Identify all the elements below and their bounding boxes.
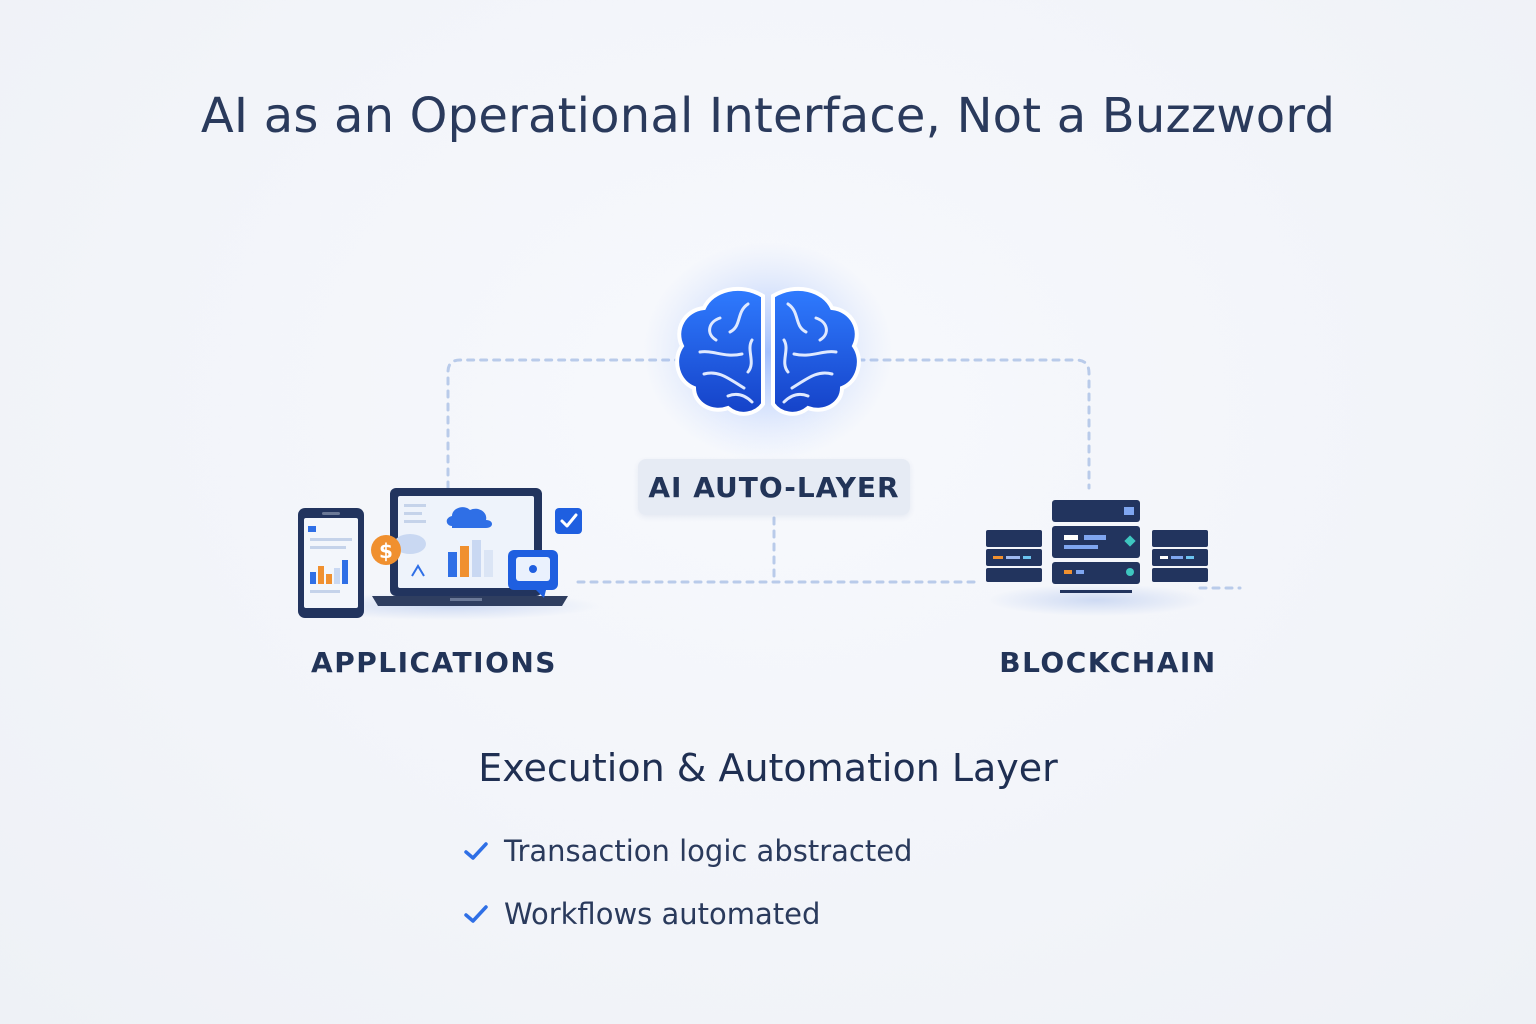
- checkmark-icon: [464, 842, 488, 860]
- phone-icon: [298, 508, 364, 618]
- blockchain-label: BLOCKCHAIN: [999, 646, 1217, 679]
- devices-icon: $: [298, 488, 600, 620]
- server-center: [1052, 500, 1140, 593]
- connector-right-top: [856, 358, 1091, 490]
- section-title: Execution & Automation Layer: [0, 746, 1536, 790]
- checklist-item-text: Transaction logic abstracted: [504, 834, 913, 868]
- brain-icon: [643, 242, 893, 462]
- coin-symbol: $: [379, 539, 393, 563]
- chat-bubble-icon: [508, 550, 558, 598]
- server-left: [986, 530, 1042, 582]
- check-badge-icon: [555, 508, 582, 534]
- checklist-item-text: Workflows automated: [504, 897, 821, 931]
- feature-checklist: Transaction logic abstracted Workflows a…: [462, 828, 912, 954]
- connector-lines: [446, 358, 1242, 590]
- page-title: AI as an Operational Interface, Not a Bu…: [200, 88, 1336, 144]
- checkmark-icon: [464, 905, 488, 923]
- checklist-item: Workflows automated: [462, 891, 912, 937]
- server-right: [1152, 530, 1208, 582]
- coin-icon: $: [371, 535, 401, 565]
- servers-icon: [986, 500, 1208, 616]
- ai-auto-layer-badge: AI AUTO-LAYER: [638, 459, 910, 515]
- section-title-text: Execution & Automation Layer: [478, 746, 1058, 790]
- applications-label: APPLICATIONS: [311, 646, 557, 679]
- checklist-item: Transaction logic abstracted: [462, 828, 912, 874]
- laptop-icon: [372, 488, 568, 606]
- connector-left-top: [446, 358, 682, 490]
